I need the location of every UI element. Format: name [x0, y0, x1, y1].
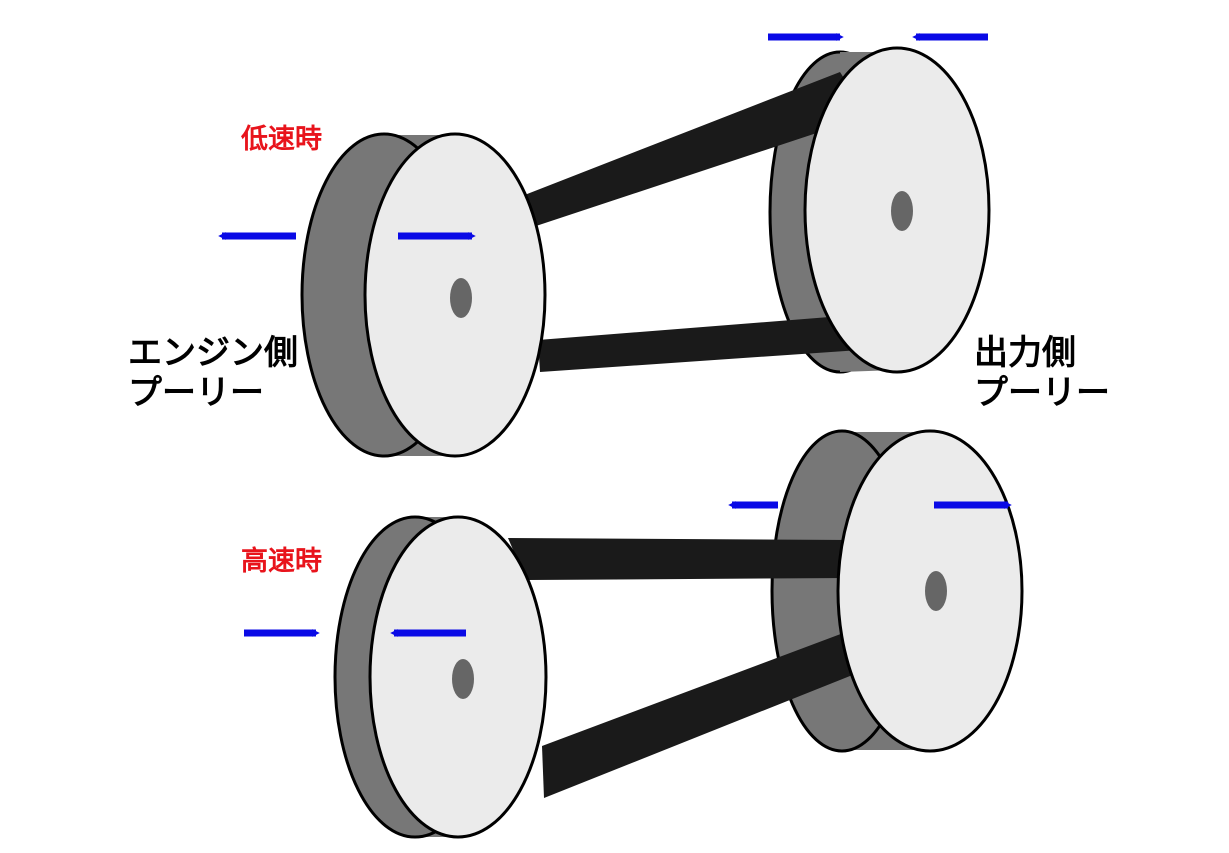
high-speed-diagram: [244, 429, 1024, 839]
engine-pulley-label-line1: エンジン側: [128, 333, 298, 373]
low-speed-diagram: [218, 33, 991, 458]
high-belt-top-strand: [508, 538, 850, 580]
engine-pulley-label-line2: プーリー: [128, 373, 264, 414]
output-pulley-label: 出力側 プーリー: [974, 333, 1110, 413]
low-belt-top-strand: [522, 72, 868, 226]
high-engine-pulley: [333, 515, 548, 839]
low-belt-bottom-strand: [538, 316, 860, 372]
high-output-pulley-hub: [925, 571, 947, 611]
high-belt-bottom-strand: [542, 632, 860, 798]
low-output-pulley-hub: [891, 191, 913, 231]
low-speed-belt: [522, 72, 868, 372]
engine-pulley-label: エンジン側 プーリー: [128, 333, 298, 413]
low-engine-pulley: [300, 132, 547, 458]
high-speed-belt: [508, 538, 860, 798]
low-engine-pulley-hub: [450, 278, 472, 318]
high-speed-label: 高速時: [241, 546, 322, 577]
low-speed-label: 低速時: [241, 124, 322, 155]
high-engine-pulley-hub: [452, 659, 474, 699]
output-pulley-label-line2: プーリー: [974, 373, 1110, 414]
output-pulley-label-line1: 出力側: [974, 333, 1076, 373]
